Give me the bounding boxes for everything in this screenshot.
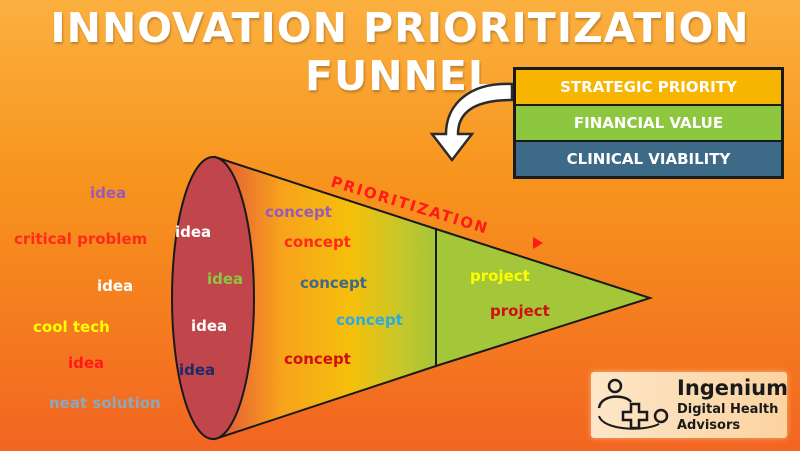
prioritization-arrowhead-icon xyxy=(533,237,543,249)
logo-name: Ingenium xyxy=(677,376,789,400)
funnel-tip xyxy=(435,227,654,368)
mouth-idea-3: idea xyxy=(191,317,227,335)
funnel-mouth xyxy=(171,156,255,440)
outside-idea-4: cool tech xyxy=(33,318,110,336)
concept-2: concept xyxy=(284,233,351,251)
project-1: project xyxy=(470,267,530,285)
outside-idea-3: idea xyxy=(97,277,133,295)
concept-4: concept xyxy=(336,311,403,329)
mouth-idea-2: idea xyxy=(207,270,243,288)
curved-arrow-icon xyxy=(429,82,514,163)
concept-1: concept xyxy=(265,203,332,221)
legend-financial-value: FINANCIAL VALUE xyxy=(516,106,781,142)
concept-3: concept xyxy=(300,274,367,292)
outside-idea-2: critical problem xyxy=(14,230,147,248)
outside-idea-6: neat solution xyxy=(49,394,161,412)
logo-line-2: Advisors xyxy=(677,418,741,433)
mouth-idea-1: idea xyxy=(175,223,211,241)
project-2: project xyxy=(490,302,550,320)
logo-line-1: Digital Health xyxy=(677,402,779,417)
mouth-idea-4: idea xyxy=(179,361,215,379)
outside-idea-5: idea xyxy=(68,354,104,372)
logo-subtitle: Digital Health Advisors xyxy=(677,402,778,434)
page-title: INNOVATION PRIORITIZATION FUNNEL xyxy=(50,4,750,100)
brand-logo: Ingenium Digital Health Advisors xyxy=(591,372,789,438)
logo-mark-icon xyxy=(597,378,669,430)
concept-5: concept xyxy=(284,350,351,368)
criteria-legend: STRATEGIC PRIORITY FINANCIAL VALUE CLINI… xyxy=(513,67,784,179)
legend-clinical-viability: CLINICAL VIABILITY xyxy=(516,142,781,176)
outside-idea-1: idea xyxy=(90,184,126,202)
legend-strategic-priority: STRATEGIC PRIORITY xyxy=(516,70,781,106)
